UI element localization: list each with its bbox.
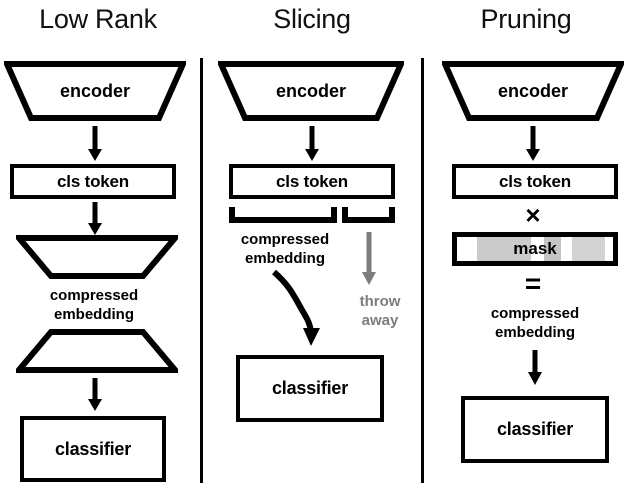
column-divider-2: [421, 58, 424, 483]
pruning-encoder-label: encoder: [497, 81, 569, 101]
pruning-cls-token-label: cls token: [499, 171, 571, 191]
low-rank-arrow-cls-to-down-proj: [86, 202, 104, 236]
pruning-equals-operator: =: [524, 268, 542, 299]
mask-segment: [531, 237, 544, 261]
slicing-encoder-shape: encoder: [218, 60, 404, 122]
pruning-cls-token-box: cls token: [452, 164, 618, 199]
slicing-classifier-box: classifier: [236, 355, 384, 422]
column-title-slicing: Slicing: [273, 4, 351, 34]
slicing-classifier-label: classifier: [271, 378, 349, 398]
low-rank-down-projection-shape: [16, 234, 178, 280]
pruning-arrow-to-classifier: [526, 350, 544, 386]
slicing-caption-line-1: compressed: [240, 231, 330, 248]
slicing-cls-token-box: cls token: [229, 164, 395, 199]
slicing-cls-token-label: cls token: [276, 171, 348, 191]
slicing-throw-away-arrow: [360, 232, 378, 286]
slicing-bracket-discarded: [342, 206, 395, 224]
low-rank-arrow-encoder-to-cls: [86, 126, 104, 162]
slicing-throw-away-line-2: away: [361, 312, 399, 329]
slicing-curved-arrow-to-classifier: [268, 268, 330, 348]
column-divider-1: [200, 58, 203, 483]
pruning-classifier-label: classifier: [496, 419, 574, 439]
pruning-multiply-operator: ×: [525, 200, 541, 230]
pruning-classifier-box: classifier: [461, 396, 609, 463]
mask-segment: [457, 237, 477, 261]
low-rank-up-projection-shape: [16, 328, 178, 374]
pruning-mask-label: mask: [513, 239, 557, 258]
slicing-encoder-label: encoder: [275, 81, 347, 101]
low-rank-classifier-box: classifier: [20, 416, 166, 482]
low-rank-encoder-shape: encoder: [4, 60, 186, 122]
slicing-bracket-kept: [229, 206, 337, 224]
pruning-encoder-shape: encoder: [442, 60, 624, 122]
mask-segment: [605, 237, 613, 261]
pruning-caption-line-2: embedding: [494, 324, 575, 341]
mask-segment: [544, 237, 561, 261]
low-rank-encoder-label: encoder: [59, 81, 131, 101]
mask-segment: [501, 237, 531, 261]
pruning-arrow-encoder-to-cls: [524, 126, 542, 162]
column-title-pruning: Pruning: [480, 4, 572, 34]
slicing-arrow-encoder-to-cls: [303, 126, 321, 162]
low-rank-cls-token-box: cls token: [10, 164, 176, 199]
slicing-compressed-embedding-caption: compressed embedding: [225, 230, 345, 268]
slicing-throw-away-line-1: throw: [359, 293, 401, 310]
pruning-compressed-embedding-caption: compressed embedding: [445, 304, 625, 342]
pruning-caption-line-1: compressed: [490, 305, 580, 322]
column-title-low-rank: Low Rank: [39, 4, 157, 34]
mask-segment: [572, 237, 605, 261]
low-rank-caption-line-1: compressed: [49, 287, 139, 304]
pruning-mask-box: mask: [452, 232, 618, 266]
low-rank-compressed-embedding-caption: compressed embedding: [6, 286, 182, 324]
mask-segment: [477, 237, 501, 261]
low-rank-cls-token-label: cls token: [57, 171, 129, 191]
slicing-caption-line-2: embedding: [244, 250, 325, 267]
mask-segment: [561, 237, 572, 261]
slicing-throw-away-caption: throw away: [341, 292, 419, 330]
low-rank-caption-line-2: embedding: [53, 306, 134, 323]
low-rank-arrow-to-classifier: [86, 378, 104, 412]
low-rank-classifier-label: classifier: [54, 438, 132, 459]
